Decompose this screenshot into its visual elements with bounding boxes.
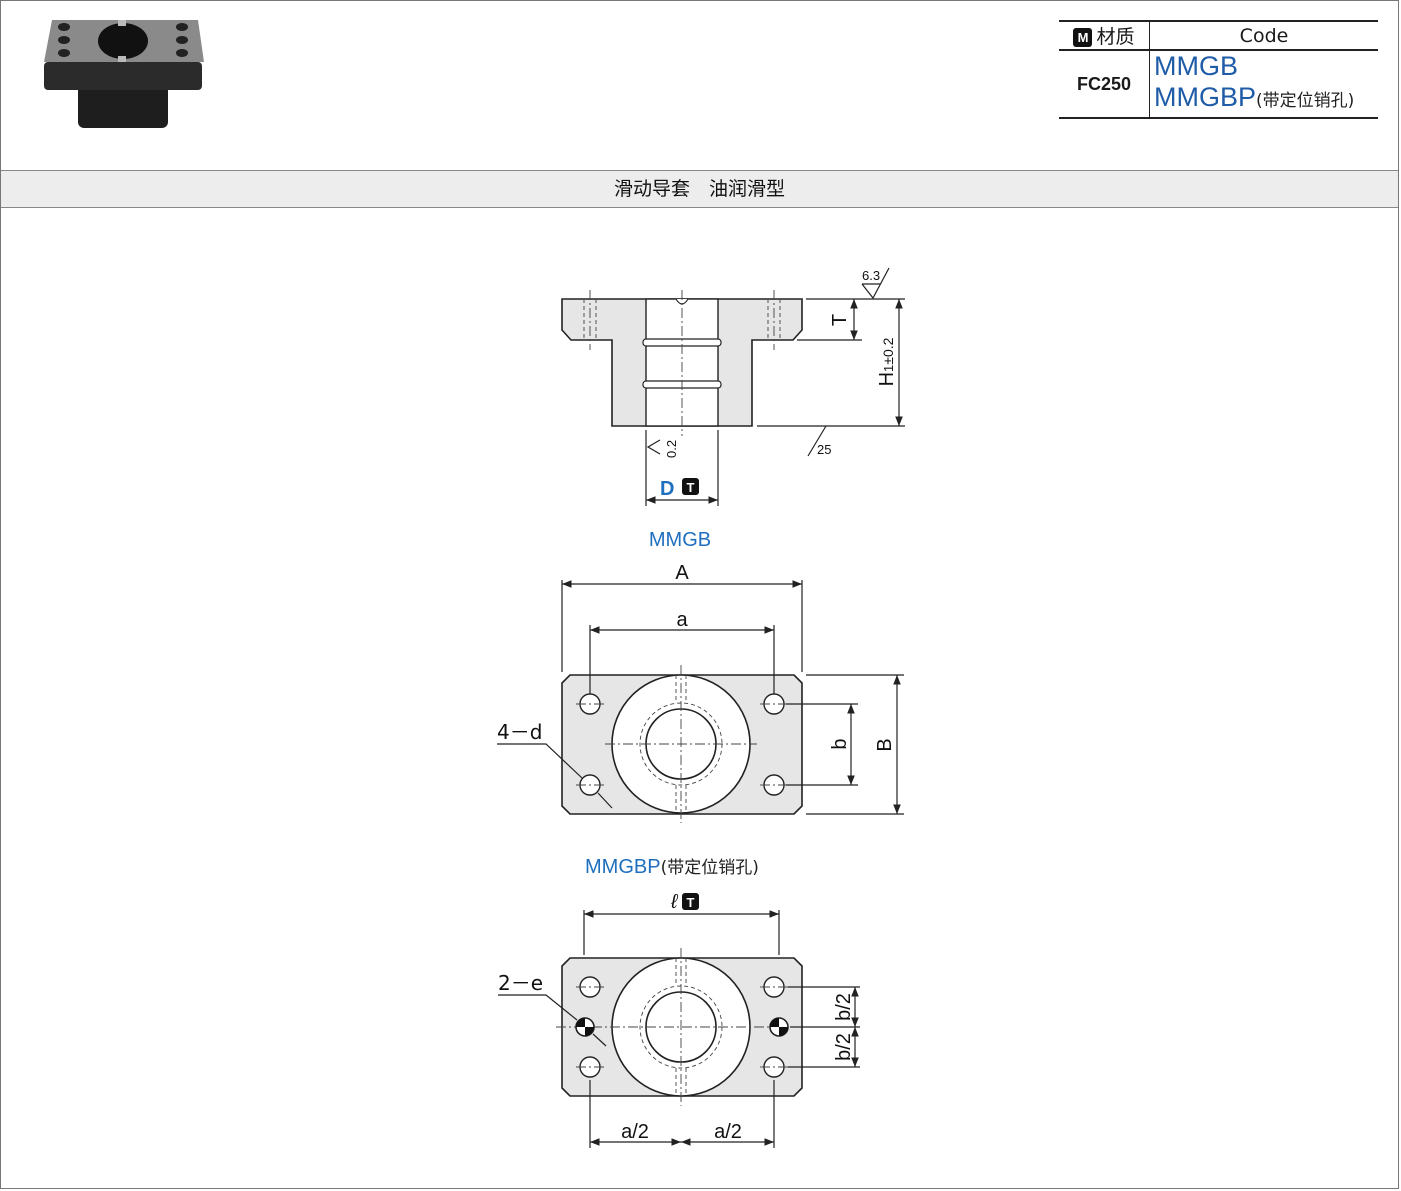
t-badge-l	[682, 893, 699, 910]
material-badge: M	[1073, 28, 1093, 47]
hole-label: 4－d	[497, 720, 542, 744]
dim-t-label: T	[829, 314, 851, 326]
pin-hole-left	[575, 1017, 595, 1037]
mmgbp-title: MMGBP(带定位销孔)	[585, 856, 759, 878]
code-mmgb: MMGB	[1154, 51, 1238, 81]
roughness-bottom: 25	[817, 442, 831, 457]
dim-b-half-upper: b/2	[833, 993, 855, 1021]
code-header: Code	[1149, 20, 1378, 51]
svg-text:T: T	[687, 480, 695, 495]
dim-a-label: a	[676, 609, 688, 631]
dim-a-half-right: a/2	[714, 1121, 742, 1143]
section-title: 滑动导套 油润滑型	[1, 170, 1398, 208]
product-photo	[44, 20, 204, 128]
dim-h1-label: H1±0.2	[876, 337, 898, 386]
t-badge-d	[682, 478, 699, 495]
code-list: MMGB MMGBP(带定位销孔)	[1149, 50, 1378, 119]
dim-B-label: B	[874, 738, 896, 751]
dim-l-label: ℓ	[670, 891, 679, 913]
dim-A-label: A	[675, 562, 689, 584]
mmgbp-view: MMGBP(带定位销孔)	[498, 856, 860, 1148]
mmgb-title: MMGB	[649, 529, 711, 551]
dim-a-half-left: a/2	[621, 1121, 649, 1143]
roughness-top: 6.3	[862, 268, 880, 283]
side-view: T H1±0.2 6.3 25 0.2 D T	[561, 267, 905, 506]
pin-hole-right	[769, 1017, 789, 1037]
dim-b-label: b	[829, 738, 851, 749]
dim-d-label: D	[660, 478, 674, 500]
pin-label: 2－e	[498, 971, 543, 995]
code-note: (带定位销孔)	[1256, 91, 1355, 111]
material-value: FC250	[1059, 50, 1150, 119]
mmgb-view: MMGB A a b	[497, 529, 904, 823]
code-mmgbp: MMGBP(带定位销孔)	[1154, 82, 1355, 112]
roughness-bore: 0.2	[664, 440, 679, 458]
dim-b-half-lower: b/2	[833, 1033, 855, 1061]
svg-text:T: T	[687, 895, 695, 910]
